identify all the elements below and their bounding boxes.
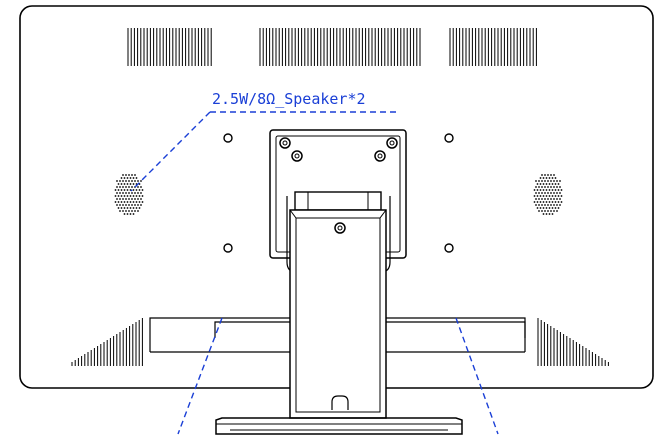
leader-lower-left	[177, 317, 223, 435]
plate-screw-4	[374, 150, 386, 162]
stand-neck	[289, 209, 387, 419]
plate-screw-1	[279, 137, 291, 149]
bottom-channel	[149, 317, 526, 353]
mount-hole-bottom-left	[223, 243, 233, 253]
stand-base	[215, 417, 463, 435]
neck-screw	[334, 222, 346, 234]
plate-screw-2	[386, 137, 398, 149]
cable-clip	[331, 395, 349, 410]
mount-hole-top-left	[223, 133, 233, 143]
mount-hole-bottom-right	[444, 243, 454, 253]
bottom-vent-groups	[71, 318, 609, 366]
speaker-grill-left	[114, 174, 144, 215]
top-vent-groups	[127, 28, 537, 66]
speaker-callout-label: 2.5W/8Ω_Speaker*2	[212, 90, 366, 108]
vesa-mount-holes	[223, 133, 454, 253]
callout-leader-left	[130, 111, 211, 192]
mount-hole-top-right	[444, 133, 454, 143]
leader-lower-right	[455, 317, 499, 435]
speaker-grill-right	[533, 174, 563, 215]
plate-screw-3	[291, 150, 303, 162]
speaker-callout: 2.5W/8Ω_Speaker*2	[130, 90, 499, 435]
